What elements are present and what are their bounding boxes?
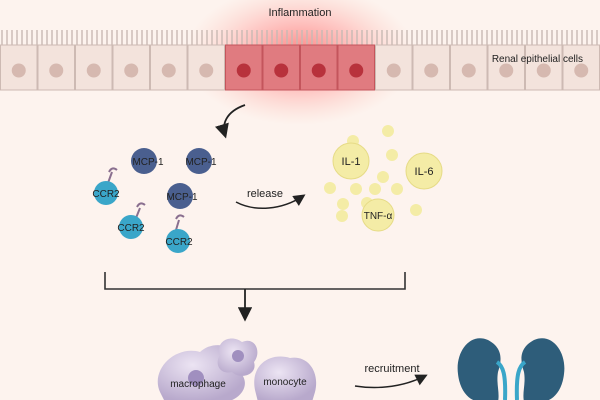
cell-nucleus xyxy=(349,63,364,78)
cytokine-dot xyxy=(386,149,398,161)
cytokine-dot xyxy=(324,182,336,194)
cytokine-label: IL-1 xyxy=(342,156,361,168)
mcp1-label: MCP-1 xyxy=(185,157,217,168)
kidney-left xyxy=(457,338,501,400)
cytokine-dot xyxy=(410,204,422,216)
cell-nucleus xyxy=(574,63,589,78)
cell-nucleus xyxy=(11,63,26,78)
immune-cells xyxy=(157,338,317,400)
cytokine-dot xyxy=(369,183,381,195)
cell-nucleus xyxy=(49,63,64,78)
mcp1-sphere xyxy=(131,148,157,174)
ccr2-label: CCR2 xyxy=(165,237,193,248)
cell-nucleus xyxy=(161,63,176,78)
cytokine-dot xyxy=(337,198,349,210)
macrophage-label: macrophage xyxy=(170,379,226,390)
ccr2-sphere xyxy=(119,215,143,239)
signal-arrow xyxy=(215,104,246,139)
brush-border xyxy=(1,30,598,45)
cytokine-dot xyxy=(391,183,403,195)
cell-nucleus xyxy=(199,63,214,78)
cytokine-bubble xyxy=(405,152,443,190)
kidney-right xyxy=(521,338,565,400)
mcp1-label: MCP-1 xyxy=(132,157,164,168)
recruitment-arrow xyxy=(354,374,428,389)
cytokine-bubbles xyxy=(332,142,443,232)
mcp1-label: MCP-1 xyxy=(166,192,198,203)
mcp1-sphere xyxy=(186,148,212,174)
cytokine-label: IL-6 xyxy=(415,166,434,178)
release-arrow xyxy=(235,194,306,209)
ccr2-sphere xyxy=(94,181,118,205)
kidneys-icon xyxy=(457,338,565,400)
cell-nucleus xyxy=(124,63,139,78)
inflammation-title: Inflammation xyxy=(269,7,332,19)
cell-nucleus xyxy=(461,63,476,78)
cell-nucleus xyxy=(424,63,439,78)
cytokine-dot xyxy=(336,210,348,222)
ccr2-molecules xyxy=(94,181,190,253)
cell-nucleus xyxy=(86,63,101,78)
cell-nucleus xyxy=(236,63,251,78)
cytokine-bubble xyxy=(361,198,395,232)
receptor-stalk xyxy=(107,167,118,184)
ureter-right xyxy=(514,360,527,400)
cell-nucleus xyxy=(386,63,401,78)
cell-nucleus xyxy=(274,63,289,78)
cytokine-dot xyxy=(350,183,362,195)
monocyte-cell xyxy=(254,356,317,400)
epithelial-cell xyxy=(75,44,113,91)
ccr2-label: CCR2 xyxy=(92,189,120,200)
ureter-left xyxy=(495,360,508,400)
release-label: release xyxy=(247,188,283,200)
monocyte-label: monocyte xyxy=(263,377,307,388)
receptor-stalk xyxy=(175,214,185,231)
cytokine-dot xyxy=(377,171,389,183)
small-cell-nucleus xyxy=(232,350,244,362)
cell-nucleus xyxy=(499,63,514,78)
recruitment-label: recruitment xyxy=(364,363,419,375)
epithelium-label: Renal epithelial cells xyxy=(492,54,583,65)
cytokine-bubble xyxy=(332,142,370,180)
renal-epithelium xyxy=(0,30,600,91)
mcp1-molecules xyxy=(131,148,212,209)
cytokine-label: TNF-α xyxy=(364,211,393,222)
ccr2-sphere xyxy=(166,229,190,253)
cytokine-dot xyxy=(382,125,394,137)
merge-bracket xyxy=(104,272,406,290)
mcp1-sphere xyxy=(167,183,193,209)
macrophage-nucleus xyxy=(188,370,204,386)
cytokine-particles xyxy=(324,125,422,222)
cell-nucleus xyxy=(311,63,326,78)
cell-nucleus xyxy=(536,63,551,78)
ccr2-label: CCR2 xyxy=(117,223,145,234)
receptor-stalk xyxy=(135,202,146,219)
ccr2-receptors xyxy=(107,167,185,231)
